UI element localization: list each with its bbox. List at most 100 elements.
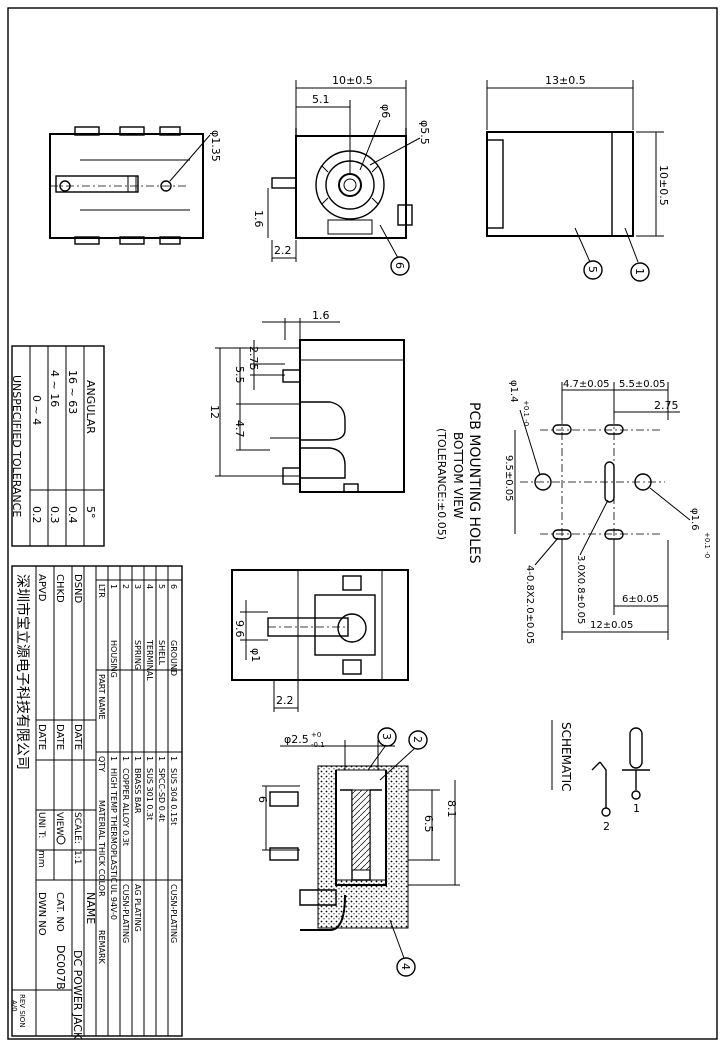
dim-pcb-d16-tol: +0.1 -0 xyxy=(703,532,711,558)
bom-row-qty: 1 xyxy=(169,756,178,761)
tolerance-angular-value: 5° xyxy=(84,506,97,519)
bom-row-remark: CUSN-PLATING xyxy=(121,884,130,943)
dim-front-w22: 2.2 xyxy=(274,244,292,257)
side-view: 13±0.5 10±0.5 5 1 xyxy=(486,74,670,282)
tolerance-value-1: 0.2 xyxy=(30,506,43,524)
tolerance-range-2: 4 ~ 16 xyxy=(48,370,61,407)
bom-row-qty: 1 xyxy=(109,756,118,761)
dim-bot-96: 9.6 xyxy=(233,620,246,638)
scale-label: SCALE: xyxy=(72,812,82,844)
dim-front-h16: 1.6 xyxy=(252,210,265,228)
rev-value: A/0 xyxy=(10,1000,18,1012)
callout-3 xyxy=(377,727,397,747)
left-view: φ1.35 xyxy=(49,126,222,245)
dim-left-hole: φ1.35 xyxy=(209,130,222,162)
callout-5-label: 5 xyxy=(586,266,599,273)
schematic-pin-2 xyxy=(601,807,611,817)
tolerance-angular-label: ANGULAR xyxy=(84,380,97,434)
dim-pcb-d14-tol: +0.1 -0 xyxy=(522,400,530,426)
bom-row-remark: AG PLATING xyxy=(133,884,142,932)
mid-profile-view: 12 1.6 2.75 5.5 4.7 xyxy=(208,309,405,493)
bom-row-name: HOUSING xyxy=(109,640,118,678)
callout-6 xyxy=(390,256,410,276)
callout-3-label: 3 xyxy=(380,733,393,740)
callout-2 xyxy=(408,730,428,750)
catalog-no: DC007B xyxy=(54,945,67,990)
dim-pcb-47: 4.7±0.05 xyxy=(563,379,610,390)
bom-row-qty: 1 xyxy=(157,756,166,761)
pcb-sub1: BOTTOM VIEW xyxy=(451,432,465,519)
dim-front-width: 10±0.5 xyxy=(332,74,373,87)
cat-label: CAT. NO xyxy=(54,892,65,932)
bom-row-remark: UL 94V-0 xyxy=(109,884,118,920)
dim-mid-47: 4.7 xyxy=(233,420,246,438)
pcb-title: PCB MOUNTING HOLES xyxy=(466,402,482,564)
dim-pcb-slot: 3.0X0.8±0.05 xyxy=(575,555,586,624)
dwn-label: DWN NO xyxy=(36,892,47,936)
callout-5 xyxy=(583,260,603,280)
dim-front-half: 5.1 xyxy=(312,93,330,106)
dim-bot-22: 2.2 xyxy=(276,694,294,707)
dim-front-d6: φ6 xyxy=(379,104,392,118)
bom-row-name: SPRING xyxy=(133,640,142,670)
pcb-holes-view: PCB MOUNTING HOLES BOTTOM VIEW (TOLERANC… xyxy=(435,379,711,644)
company-name: 深圳市宝立源电子科技有限公司 xyxy=(14,574,31,770)
pcb-sub2: (TOLERANCE:±0.05) xyxy=(435,428,448,540)
dim-pcb-6: 6±0.05 xyxy=(622,594,659,605)
dsnd-label: DSND xyxy=(72,574,83,604)
schematic-pin-2-label: 2 xyxy=(603,820,610,833)
bom-row-qty: 1 xyxy=(145,756,154,761)
dim-pcb-slots4: 4-0.8X2.0±0.05 xyxy=(524,565,535,644)
bom-material-header: MATERIAL THICK COLOR xyxy=(97,800,106,897)
apvd-label: APVD xyxy=(36,574,47,602)
dim-sec-d25-tol-dn: -0.1 xyxy=(311,741,325,749)
dim-sec-6: 6 xyxy=(256,796,269,803)
callout-1 xyxy=(630,262,650,282)
bom-row-material: SUS 301 0.3t xyxy=(145,768,154,820)
apvd-date-label: DATE xyxy=(36,724,47,750)
bom-row-material: HIGH TEMP THERMOPLASTIC xyxy=(109,768,118,883)
callout-2-label: 2 xyxy=(411,736,424,743)
bom-ltr-header: LTR xyxy=(97,584,106,598)
unit-label: UNI T: xyxy=(36,812,46,838)
unit-value: mm xyxy=(36,850,46,868)
bom-row-name: GROUND xyxy=(169,640,178,676)
bom-row-ltr: 2 xyxy=(121,584,130,589)
dim-mid-275: 2.75 xyxy=(247,346,260,371)
dim-mid-55: 5.5 xyxy=(233,366,246,384)
dim-bot-d1: φ1 xyxy=(249,648,262,662)
callout-4 xyxy=(396,957,416,977)
dim-mid-12: 12 xyxy=(208,405,221,419)
title-block: LTR PART NAME QTY MATERIAL THICK COLOR R… xyxy=(10,565,183,1040)
schematic: SCHEMATIC 1 2 xyxy=(551,720,650,833)
callout-1-label: 1 xyxy=(633,268,646,275)
bom-row-remark: CUSN-PLATING xyxy=(169,884,178,943)
drawing-border xyxy=(7,7,718,1040)
tolerance-value-2: 0.3 xyxy=(48,506,61,524)
bom-row-name: TERMINAL xyxy=(145,639,154,681)
schematic-pin-1 xyxy=(631,790,641,800)
bom-row-ltr: 4 xyxy=(145,584,154,589)
scale-value: 1:1 xyxy=(72,850,82,864)
tolerance-title: UNSPECIFIED TOLERANCE xyxy=(10,375,23,517)
drawing-title: DC POWER JACK xyxy=(71,950,84,1040)
dim-front-d55: φ5.5 xyxy=(418,120,431,145)
bom-row-qty: 1 xyxy=(133,756,142,761)
bom-row-qty: 1 xyxy=(121,756,130,761)
bom-row-material: SPCC-SD 0.4t xyxy=(157,768,166,822)
section-view: 6 6.5 8.1 φ2.5 +0 -0.1 3 2 4 xyxy=(256,727,460,977)
tolerance-table: UNSPECIFIED TOLERANCE ANGULAR 0 ~ 4 0.2 … xyxy=(10,345,105,547)
pcb-slot-2 xyxy=(604,424,624,435)
bom-row-ltr: 5 xyxy=(157,584,166,589)
tolerance-range-1: 0 ~ 4 xyxy=(30,395,43,425)
bom-qty-header: QTY xyxy=(97,756,106,772)
dim-sec-65: 6.5 xyxy=(422,815,435,833)
dim-pcb-55: 5.5±0.05 xyxy=(619,379,666,390)
chkd-date-label: DATE xyxy=(54,724,65,750)
dim-pcb-95: 9.5±0.05 xyxy=(503,455,514,502)
dim-pcb-275: 2.75 xyxy=(654,399,679,412)
bom-row-ltr: 1 xyxy=(109,584,118,589)
schematic-title: SCHEMATIC xyxy=(559,722,573,791)
bom-row-material: SUS 304 0.15t xyxy=(169,768,178,825)
